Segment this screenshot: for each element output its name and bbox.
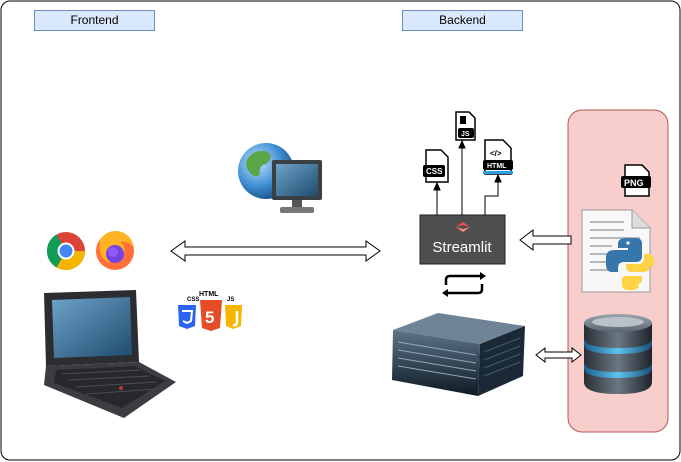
refresh-icon [442, 272, 486, 297]
web-tech-five-label: 5 [205, 308, 214, 327]
bidirectional-arrow [170, 240, 381, 262]
database-arrow [535, 346, 582, 364]
web-tech-css-label: CSS [187, 297, 199, 303]
css-file-label: CSS [426, 167, 443, 176]
html-file-icon: </> HTML [483, 139, 513, 175]
streamlit-label: Streamlit [432, 239, 492, 256]
js-file-label: JS [461, 131, 470, 138]
laptop-icon [44, 290, 176, 418]
js-file-icon: JS [455, 111, 476, 141]
web-tech-html-label: HTML [199, 291, 219, 298]
chrome-icon [46, 232, 86, 271]
html-file-label: HTML [487, 163, 507, 170]
backend-label: Backend [402, 10, 523, 31]
png-file-icon: PNG [621, 164, 651, 197]
html5-stack-icon: CSS HTML JS 5 [178, 291, 242, 331]
file-output-arrows [433, 139, 502, 215]
database-icon [584, 314, 652, 394]
svg-text:</>: </> [490, 149, 502, 158]
python-arrow [519, 228, 572, 252]
firefox-icon [96, 231, 134, 270]
css-file-icon: CSS [423, 149, 449, 183]
web-tech-js-label: JS [227, 297, 234, 303]
streamlit-box: Streamlit [419, 214, 506, 265]
server-icon [392, 313, 525, 396]
png-file-label: PNG [624, 178, 644, 188]
globe-monitor-icon [238, 143, 322, 213]
python-file-icon [581, 209, 654, 293]
frontend-label: Frontend [34, 10, 155, 31]
